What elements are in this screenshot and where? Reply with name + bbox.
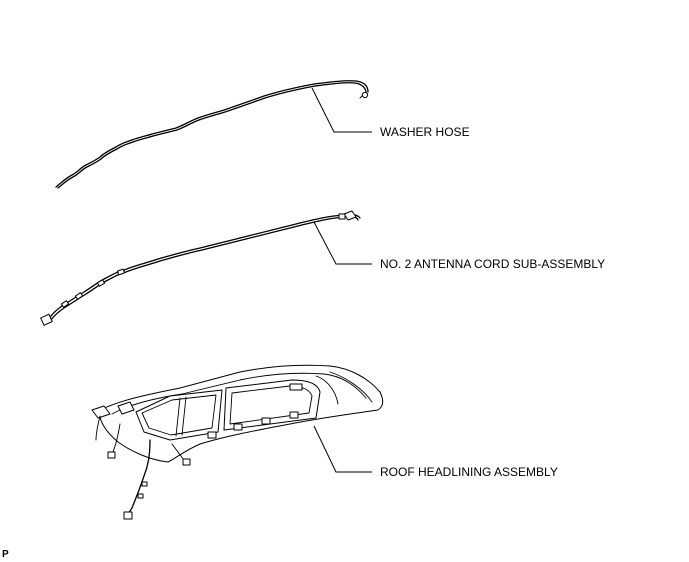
roof-headlining-label: ROOF HEADLINING ASSEMBLY [380,465,558,479]
washer-hose-label: WASHER HOSE [380,125,470,139]
antenna-cord-label: NO. 2 ANTENNA CORD SUB-ASSEMBLY [380,257,605,271]
washer-hose-leader [311,87,372,133]
corner-code: P [2,549,9,560]
roof-headlining-part [91,364,384,520]
antenna-cord-part [40,210,361,326]
antenna-cord-leader [313,221,372,265]
washer-hose-part [55,80,369,189]
roof-headlining-leader [313,425,372,473]
